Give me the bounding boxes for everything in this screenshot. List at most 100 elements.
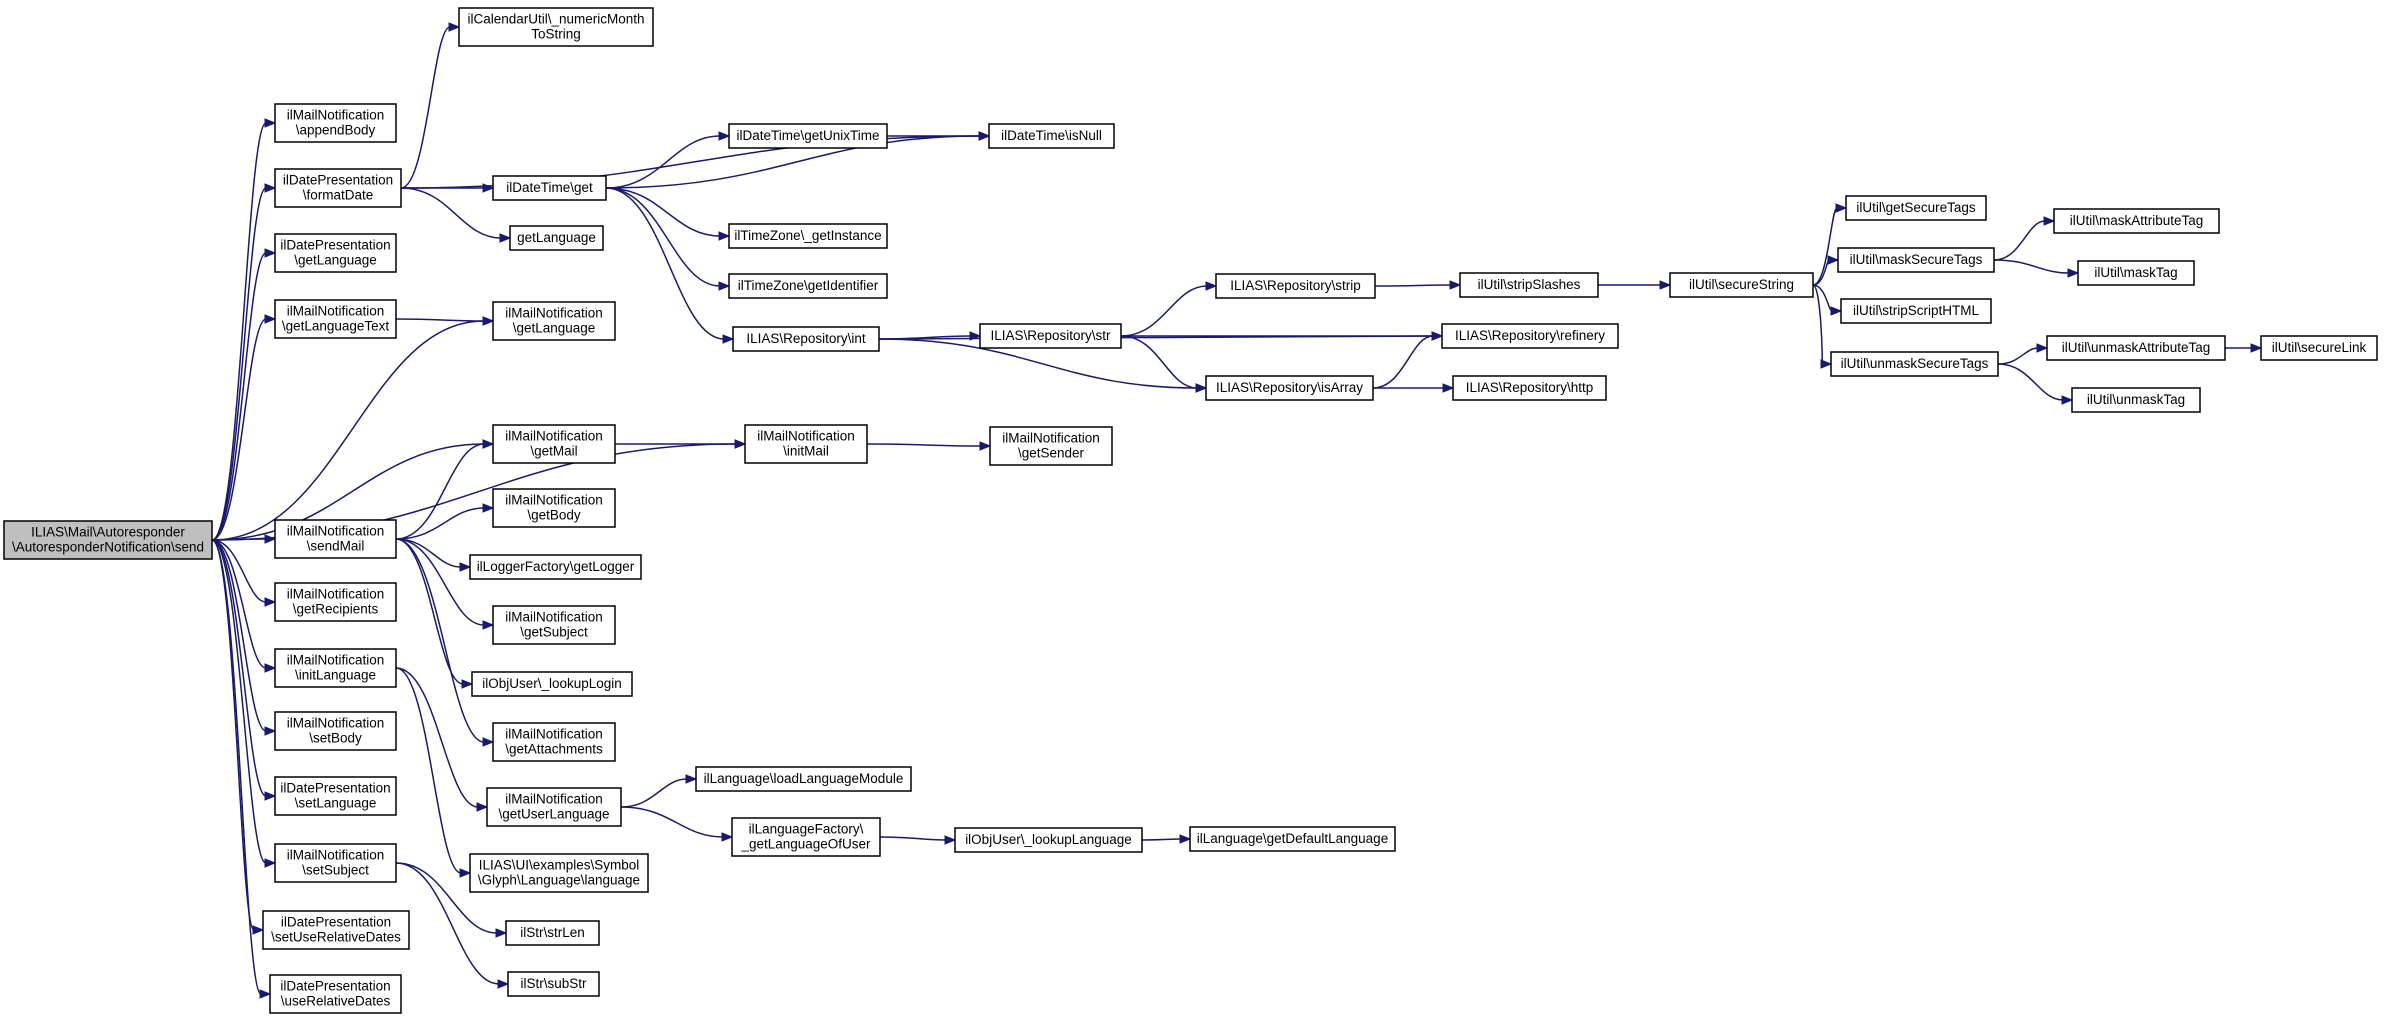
node-box[interactable]	[486, 787, 622, 827]
graph-node-n_getAttachments[interactable]: ilMailNotification\getAttachments	[492, 722, 616, 762]
node-box[interactable]	[1837, 247, 1995, 273]
node-box[interactable]	[274, 648, 397, 688]
node-box[interactable]	[728, 273, 888, 299]
node-box[interactable]	[492, 605, 616, 645]
node-box[interactable]	[732, 326, 880, 352]
node-box[interactable]	[274, 776, 397, 816]
graph-node-n_unmaskSecureTags[interactable]: ilUtil\unmaskSecureTags	[1830, 351, 1999, 377]
node-box[interactable]	[509, 225, 604, 251]
node-box[interactable]	[989, 426, 1113, 466]
graph-node-n_getLanguageOfUser[interactable]: ilLanguageFactory\_getLanguageOfUser	[731, 817, 881, 857]
node-box[interactable]	[492, 424, 616, 464]
node-box[interactable]	[262, 910, 410, 950]
graph-node-n_getLanguageText[interactable]: ilMailNotification\getLanguageText	[274, 299, 397, 339]
graph-node-n_strLen[interactable]: ilStr\strLen	[505, 920, 600, 946]
graph-node-n_getDefaultLanguage[interactable]: ilLanguage\getDefaultLanguage	[1189, 826, 1396, 852]
node-box[interactable]	[1845, 195, 1987, 221]
node-box[interactable]	[1452, 375, 1607, 401]
graph-node-n_setBody[interactable]: ilMailNotification\setBody	[274, 711, 397, 751]
graph-node-n_unmaskAttributeTag[interactable]: ilUtil\unmaskAttributeTag	[2046, 335, 2226, 361]
graph-node-n_secureString[interactable]: ilUtil\secureString	[1669, 272, 1814, 298]
graph-node-n_secureLink[interactable]: ilUtil\secureLink	[2260, 335, 2378, 361]
node-box[interactable]	[3, 520, 213, 560]
graph-node-n_setLanguage[interactable]: ilDatePresentation\setLanguage	[274, 776, 397, 816]
node-box[interactable]	[274, 233, 397, 273]
node-box[interactable]	[492, 301, 616, 341]
graph-node-n_getSender[interactable]: ilMailNotification\getSender	[989, 426, 1113, 466]
graph-node-n_repo_str[interactable]: ILIAS\Repository\str	[979, 323, 1122, 349]
node-box[interactable]	[505, 920, 600, 946]
node-box[interactable]	[731, 817, 881, 857]
graph-node-n_repo_refinery[interactable]: ILIAS\Repository\refinery	[1441, 323, 1619, 349]
graph-node-n_getUnixTime[interactable]: ilDateTime\getUnixTime	[728, 123, 888, 149]
graph-node-n_formatDate[interactable]: ilDatePresentation\formatDate	[274, 168, 402, 208]
graph-node-n_loadLanguageModule[interactable]: ilLanguage\loadLanguageModule	[695, 766, 912, 792]
graph-node-n_setSubject[interactable]: ilMailNotification\setSubject	[274, 843, 397, 883]
graph-node-n_getLogger[interactable]: ilLoggerFactory\getLogger	[469, 554, 642, 580]
node-box[interactable]	[695, 766, 912, 792]
graph-node-n_appendBody[interactable]: ilMailNotification\appendBody	[274, 103, 397, 143]
graph-node-n_lookupLogin[interactable]: ilObjUser\_lookupLogin	[471, 671, 633, 697]
graph-node-n_getSubject[interactable]: ilMailNotification\getSubject	[492, 605, 616, 645]
node-box[interactable]	[2071, 387, 2201, 413]
graph-node-n_stripSlashes[interactable]: ilUtil\stripSlashes	[1459, 272, 1599, 298]
node-box[interactable]	[274, 519, 397, 559]
graph-node-n_getRecipients[interactable]: ilMailNotification\getRecipients	[274, 582, 397, 622]
node-box[interactable]	[2077, 260, 2195, 286]
node-box[interactable]	[728, 223, 888, 249]
node-box[interactable]	[1459, 272, 1599, 298]
graph-node-n_subStr[interactable]: ilStr\subStr	[507, 971, 600, 997]
graph-node-n_glyphLanguage[interactable]: ILIAS\UI\examples\Symbol\Glyph\Language\…	[469, 853, 649, 893]
graph-node-n_getBody[interactable]: ilMailNotification\getBody	[492, 488, 616, 528]
node-box[interactable]	[507, 971, 600, 997]
graph-node-n_repo_strip[interactable]: ILIAS\Repository\strip	[1215, 273, 1376, 299]
graph-node-n_repo_isArray[interactable]: ILIAS\Repository\isArray	[1205, 375, 1374, 401]
graph-node-n_tz_getInstance[interactable]: ilTimeZone\_getInstance	[728, 223, 888, 249]
node-box[interactable]	[1215, 273, 1376, 299]
node-box[interactable]	[954, 827, 1143, 853]
node-box[interactable]	[2260, 335, 2378, 361]
node-box[interactable]	[274, 168, 402, 208]
node-box[interactable]	[458, 7, 654, 47]
node-box[interactable]	[1205, 375, 1374, 401]
node-box[interactable]	[274, 843, 397, 883]
graph-node-n_maskTag[interactable]: ilUtil\maskTag	[2077, 260, 2195, 286]
graph-node-n_maskAttributeTag[interactable]: ilUtil\maskAttributeTag	[2053, 208, 2220, 234]
graph-node-n_isNull[interactable]: ilDateTime\isNull	[988, 123, 1115, 149]
node-box[interactable]	[274, 711, 397, 751]
graph-node-root[interactable]: ILIAS\Mail\Autoresponder\AutoresponderNo…	[3, 520, 213, 560]
node-box[interactable]	[492, 722, 616, 762]
node-box[interactable]	[274, 582, 397, 622]
graph-node-n_dt_get[interactable]: ilDateTime\get	[492, 175, 607, 201]
node-box[interactable]	[988, 123, 1115, 149]
graph-node-n_useRelativeDates[interactable]: ilDatePresentation\useRelativeDates	[269, 974, 402, 1014]
graph-node-n_unmaskTag[interactable]: ilUtil\unmaskTag	[2071, 387, 2201, 413]
graph-node-n_getMail[interactable]: ilMailNotification\getMail	[492, 424, 616, 464]
graph-node-n_mn_getLanguage[interactable]: ilMailNotification\getLanguage	[492, 301, 616, 341]
graph-node-n_dp_getLanguage[interactable]: ilDatePresentation\getLanguage	[274, 233, 397, 273]
graph-node-n_lookupLanguage[interactable]: ilObjUser\_lookupLanguage	[954, 827, 1143, 853]
node-box[interactable]	[1830, 351, 1999, 377]
graph-node-n_repo_http[interactable]: ILIAS\Repository\http	[1452, 375, 1607, 401]
graph-node-n_tz_getIdentifier[interactable]: ilTimeZone\getIdentifier	[728, 273, 888, 299]
node-box[interactable]	[1840, 298, 1992, 324]
node-box[interactable]	[728, 123, 888, 149]
node-box[interactable]	[1189, 826, 1396, 852]
node-box[interactable]	[274, 103, 397, 143]
node-box[interactable]	[471, 671, 633, 697]
graph-node-n_repo_int[interactable]: ILIAS\Repository\int	[732, 326, 880, 352]
node-box[interactable]	[469, 853, 649, 893]
node-box[interactable]	[1669, 272, 1814, 298]
node-box[interactable]	[269, 974, 402, 1014]
graph-node-n_maskSecureTags[interactable]: ilUtil\maskSecureTags	[1837, 247, 1995, 273]
node-box[interactable]	[469, 554, 642, 580]
graph-node-n_setUseRelativeDates[interactable]: ilDatePresentation\setUseRelativeDates	[262, 910, 410, 950]
graph-node-n_initMail[interactable]: ilMailNotification\initMail	[744, 424, 868, 464]
graph-node-n_getLanguage[interactable]: getLanguage	[509, 225, 604, 251]
node-box[interactable]	[979, 323, 1122, 349]
node-box[interactable]	[492, 175, 607, 201]
graph-node-n_sendMail[interactable]: ilMailNotification\sendMail	[274, 519, 397, 559]
graph-node-n_getUserLanguage[interactable]: ilMailNotification\getUserLanguage	[486, 787, 622, 827]
node-box[interactable]	[744, 424, 868, 464]
